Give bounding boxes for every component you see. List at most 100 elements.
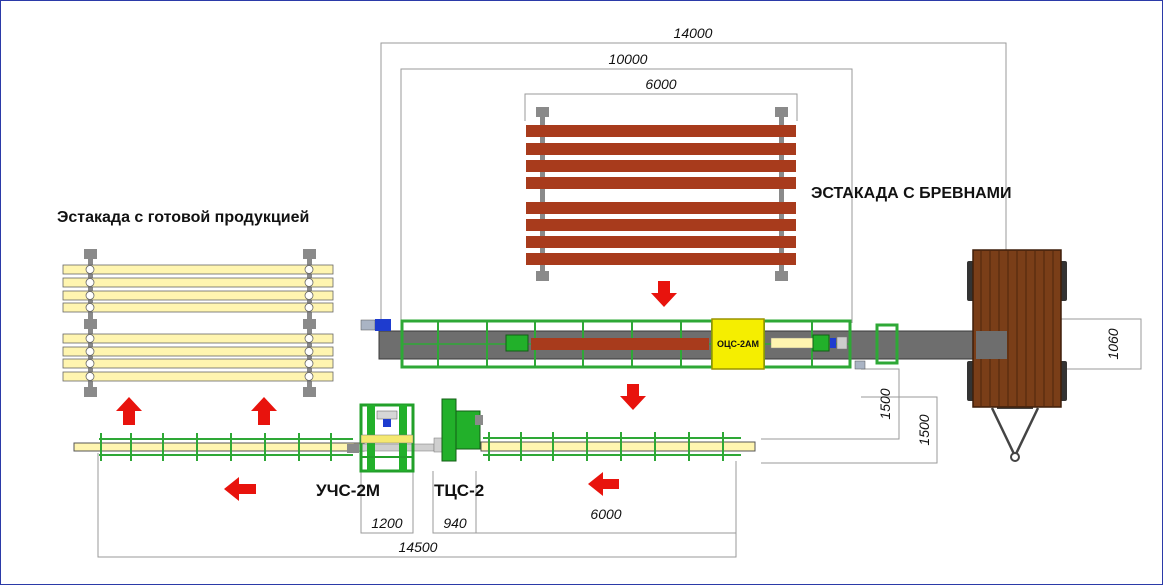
tcs-column	[441, 398, 457, 462]
arrow-up-icon	[116, 397, 142, 425]
finished-rack-cap	[303, 249, 316, 259]
finished-product-rack	[62, 249, 334, 397]
board-hole	[85, 278, 95, 287]
arrow-down-icon	[620, 384, 646, 410]
log-rack-post-right	[779, 113, 784, 277]
dim-line-10000	[400, 68, 853, 323]
arrow-up-icon	[251, 397, 277, 425]
logs-group	[526, 125, 796, 265]
log	[526, 160, 796, 172]
dim-line-1500-a	[761, 368, 900, 440]
dim-line-940	[432, 471, 477, 534]
arrow-left-icon	[224, 477, 256, 501]
clamp-left	[505, 334, 529, 352]
dim-line-1060	[1061, 318, 1142, 370]
left-conveyor-board	[73, 442, 365, 452]
dim-line-1500-b	[761, 396, 938, 464]
board-hole	[304, 347, 314, 356]
beam-end-on-trailer	[976, 331, 1007, 359]
clamp-right	[812, 334, 830, 352]
dim-line-6000-bottom	[476, 461, 737, 534]
log	[526, 219, 796, 231]
green-end-frame	[875, 323, 899, 365]
board-hole	[304, 334, 314, 343]
trailer-planks	[980, 251, 1054, 406]
trailer-hitch-icon	[1010, 452, 1020, 462]
gray-block-right	[836, 336, 848, 350]
log	[526, 177, 796, 189]
board-hole	[304, 265, 314, 274]
board	[62, 358, 334, 369]
finished-rack-cap	[303, 387, 316, 397]
log	[526, 253, 796, 265]
board-hole	[304, 303, 314, 312]
dim-line-6000-top	[524, 93, 798, 121]
log-rack-cap	[775, 271, 788, 281]
log	[526, 202, 796, 214]
tcs-machine-label: ТЦС-2	[434, 481, 484, 500]
finished-rack-cap	[303, 319, 316, 329]
ucs-blue-motor	[383, 419, 391, 427]
log-rack	[526, 107, 796, 281]
board	[62, 277, 334, 288]
board	[62, 302, 334, 313]
dim-1060: 1060	[1105, 328, 1121, 359]
ucs-machine-label: УЧС-2М	[316, 481, 380, 500]
upper-line: ОЦС-2АМ	[360, 318, 1008, 370]
small-gray-block	[854, 360, 866, 370]
right-rollers	[488, 432, 724, 461]
dimension-lines	[97, 42, 1142, 558]
dim-line-14000	[380, 42, 1007, 331]
trailer-drawbar	[1013, 407, 1040, 457]
board-in-carriage	[770, 337, 814, 349]
board-hole	[304, 291, 314, 300]
board	[62, 333, 334, 344]
trailer-drawbar	[990, 407, 1017, 457]
dim-14500: 14500	[399, 539, 438, 555]
dim-line-14500	[97, 453, 737, 558]
boards-group	[62, 264, 334, 382]
board	[62, 290, 334, 301]
dim-6000-top: 6000	[645, 76, 676, 92]
log-rack-title: ЭСТАКАДА С БРЕВНАМИ	[811, 185, 1012, 202]
board-hole	[304, 278, 314, 287]
board	[62, 371, 334, 382]
board-hole	[85, 334, 95, 343]
board-hole	[85, 265, 95, 274]
dim-1500-b: 1500	[916, 414, 932, 445]
ucs-bed	[353, 443, 435, 452]
log	[526, 236, 796, 248]
ocs-machine-label: ОЦС-2АМ	[717, 339, 759, 349]
right-conveyor-board	[480, 441, 756, 452]
arrow-down-icon	[651, 281, 677, 307]
ucs-board	[360, 434, 414, 444]
finished-rack-cap	[84, 387, 97, 397]
flow-arrows	[116, 281, 677, 501]
dim-1200: 1200	[371, 515, 402, 531]
dim-6000-bottom: 6000	[590, 506, 621, 522]
board	[62, 264, 334, 275]
log-rack-cap	[536, 107, 549, 117]
log-in-carriage	[531, 338, 709, 350]
board	[62, 346, 334, 357]
board-hole	[85, 291, 95, 300]
ucs-saw-head	[376, 410, 398, 420]
blue-block-right	[830, 338, 836, 348]
log-rack-cap	[775, 107, 788, 117]
blue-motor-left	[375, 319, 391, 331]
dim-10000: 10000	[609, 51, 648, 67]
dim-14000: 14000	[674, 25, 713, 41]
log-trailer	[967, 249, 1067, 462]
log-rack-post-left	[540, 113, 545, 277]
finished-rack-title: Эстакада с готовой продукцией	[57, 209, 309, 226]
ocs-machine	[711, 318, 765, 370]
dim-1500-a: 1500	[877, 388, 893, 419]
finished-rack-cap	[84, 319, 97, 329]
log-rack-cap	[536, 271, 549, 281]
log	[526, 143, 796, 155]
log	[526, 125, 796, 137]
board-hole	[85, 303, 95, 312]
motor-housing-left	[360, 319, 376, 331]
